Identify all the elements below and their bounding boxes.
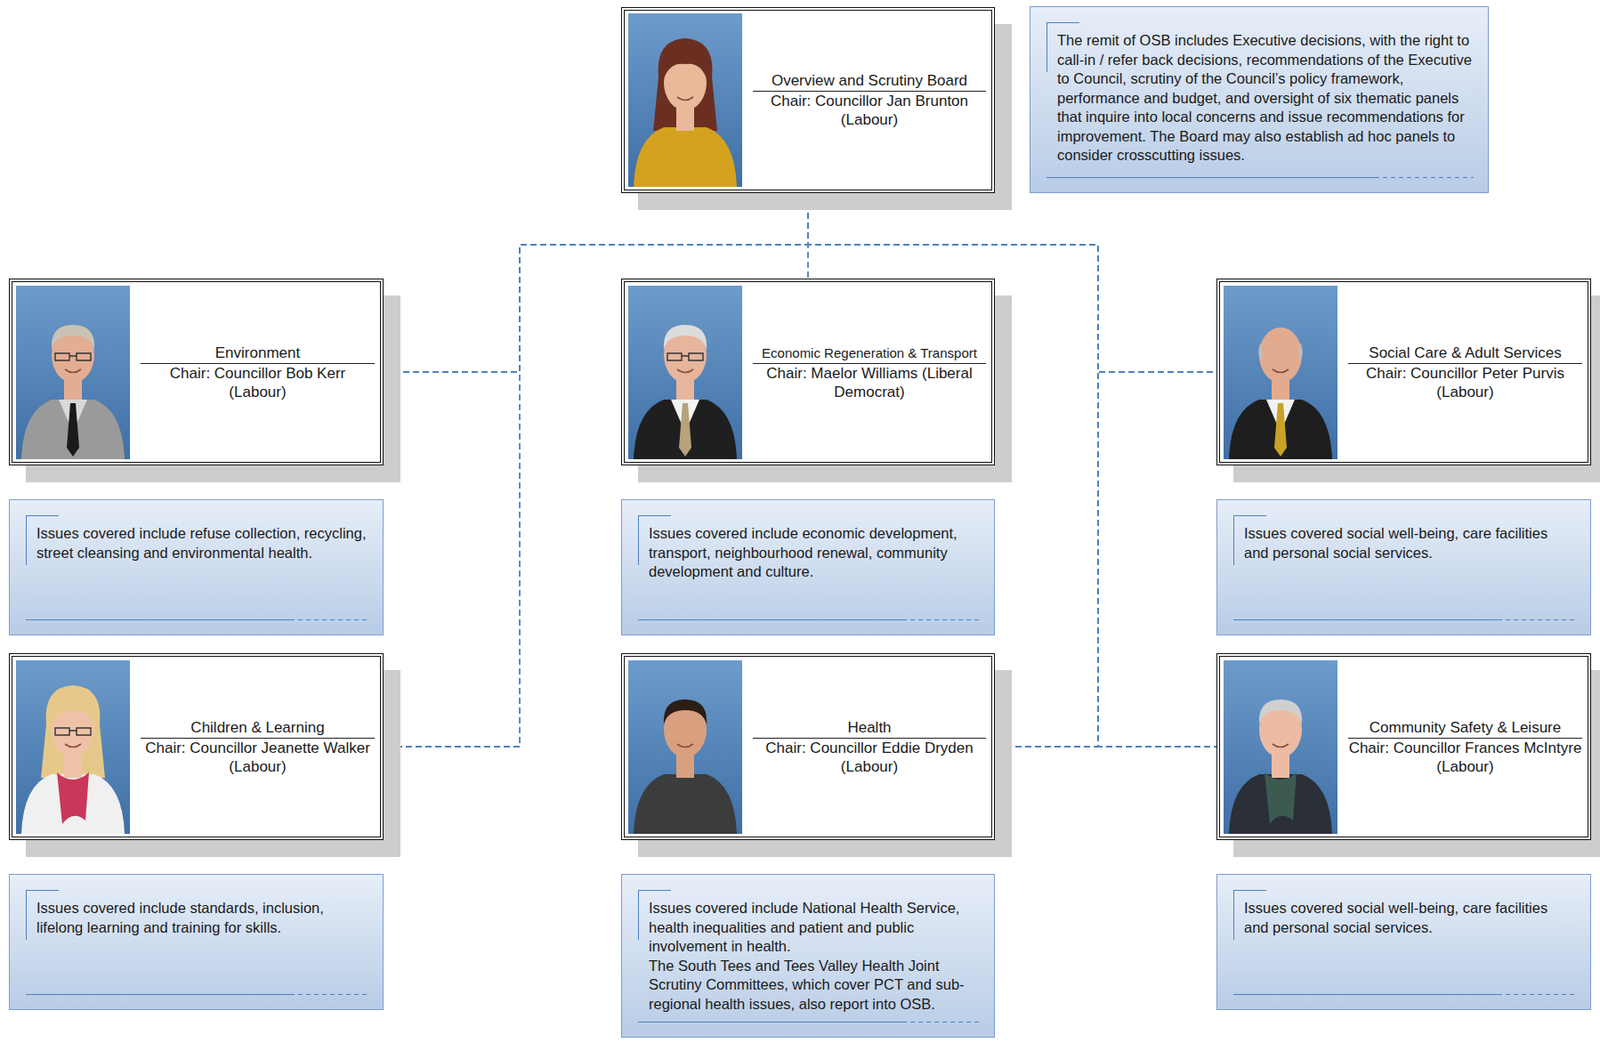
chair-name: Chair: Councillor Bob Kerr (Labour) (140, 363, 375, 402)
hair (50, 697, 96, 728)
face (1259, 327, 1302, 383)
description-note: Issues covered include standards, inclus… (8, 873, 384, 1011)
photo-ground (16, 285, 130, 460)
photo-ground (16, 660, 130, 834)
photo-ground (628, 13, 743, 187)
chair-name: Chair: Councillor Frances McIntyre (Labo… (1348, 738, 1583, 776)
description-note: Issues covered social well-being, care f… (1216, 499, 1592, 636)
smile (64, 743, 81, 748)
panel-title: Overview and Scrutiny Board (752, 71, 986, 92)
hair-back (653, 38, 718, 131)
portrait-photo (16, 660, 130, 834)
hair (1259, 699, 1302, 725)
chair-text: HealthChair: Councillor Eddie Dryden (La… (745, 718, 992, 776)
panel-title: Social Care & Adult Services (1348, 343, 1583, 364)
photo-ground (628, 285, 743, 460)
chair-text: Social Care & Adult ServicesChair: Counc… (1341, 343, 1588, 402)
portrait-photo (1223, 285, 1338, 460)
smile (677, 743, 694, 748)
photo-ground (628, 660, 743, 834)
tie (1274, 403, 1287, 457)
chair-text: Community Safety & LeisureChair: Council… (1341, 718, 1588, 776)
chair-name: Chair: Councillor Jan Brunton (Labour) (752, 91, 986, 130)
smile (64, 369, 81, 373)
tie (66, 403, 80, 457)
note-text: Issues covered include National Health S… (648, 898, 980, 957)
smile (1272, 369, 1289, 373)
description-note: Issues covered include National Health S… (621, 873, 995, 1038)
hair (662, 50, 708, 81)
scarf (1264, 772, 1297, 825)
clothing (1228, 399, 1333, 460)
smile (1272, 743, 1289, 748)
portrait-photo (628, 13, 743, 187)
clothing (633, 399, 737, 460)
photo-ground (1223, 285, 1338, 460)
panel-box: Overview and Scrutiny BoardChair: Counci… (621, 7, 995, 194)
glasses (55, 353, 91, 361)
chair-name: Chair: Councillor Peter Purvis (Labour) (1348, 363, 1583, 402)
chair-text: Economic Regeneration & TransportChair: … (745, 343, 992, 402)
hair-back (40, 685, 106, 778)
panel-box: HealthChair: Councillor Eddie Dryden (La… (621, 653, 995, 841)
portrait-photo (628, 660, 743, 834)
note-text: The remit of OSB includes Executive deci… (1057, 31, 1474, 166)
note-text: Issues covered include standards, inclus… (36, 898, 369, 938)
panel-box: Children & LearningChair: Councillor Jea… (8, 653, 384, 841)
description-note: The remit of OSB includes Executive deci… (1029, 6, 1489, 194)
chair-text: Overview and Scrutiny BoardChair: Counci… (745, 71, 992, 130)
panel-title: Economic Regeneration & Transport (752, 343, 986, 364)
description-note: Issues covered include economic developm… (621, 499, 995, 636)
clothing (633, 127, 737, 187)
smile (677, 369, 694, 373)
panel-title: Community Safety & Leisure (1348, 718, 1583, 739)
panel-title: Environment (140, 343, 375, 364)
tie (678, 403, 692, 457)
note-text: Issues covered include economic developm… (648, 524, 980, 582)
portrait-photo (16, 285, 130, 460)
smile (677, 96, 694, 101)
panel-box: Economic Regeneration & TransportChair: … (621, 278, 995, 466)
hair (663, 324, 707, 350)
panel-box: EnvironmentChair: Councillor Bob Kerr (L… (8, 278, 384, 466)
note-text: Issues covered include refuse collection… (36, 524, 369, 563)
chair-text: EnvironmentChair: Councillor Bob Kerr (L… (133, 343, 380, 402)
note-text: Issues covered social well-being, care f… (1244, 898, 1576, 938)
hair (1258, 342, 1302, 359)
chair-text: Children & LearningChair: Councillor Jea… (133, 718, 380, 776)
description-note: Issues covered include refuse collection… (8, 499, 384, 636)
hair (663, 699, 707, 725)
clothing (21, 399, 125, 460)
glasses (667, 353, 704, 361)
glasses (55, 727, 91, 736)
note-text: Issues covered social well-being, care f… (1244, 524, 1576, 563)
clothing (633, 774, 737, 834)
portrait-photo (628, 285, 743, 460)
photo-ground (1223, 660, 1338, 834)
portrait-photo (1223, 660, 1338, 834)
chair-name: Chair: Maelor Williams (Liberal Democrat… (752, 363, 986, 402)
panel-title: Children & Learning (140, 718, 375, 739)
hair (51, 324, 95, 350)
panel-box: Social Care & Adult ServicesChair: Counc… (1216, 278, 1592, 466)
panel-box: Community Safety & LeisureChair: Council… (1216, 653, 1592, 841)
note-text: The South Tees and Tees Valley Health Jo… (648, 956, 980, 1015)
panel-title: Health (752, 718, 986, 739)
chair-name: Chair: Councillor Jeanette Walker (Labou… (140, 738, 375, 776)
description-note: Issues covered social well-being, care f… (1216, 873, 1592, 1011)
scarf (56, 772, 89, 825)
chair-name: Chair: Councillor Eddie Dryden (Labour) (752, 738, 986, 776)
